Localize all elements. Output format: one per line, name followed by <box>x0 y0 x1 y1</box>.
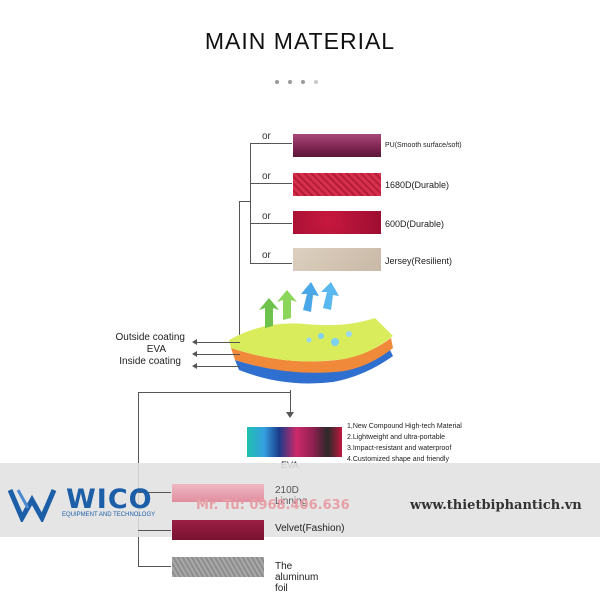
eva-feature-1: 1,New Compound High-tech Material <box>347 423 462 430</box>
arrow-left-icon <box>192 339 197 345</box>
arrow-left-icon <box>192 363 197 369</box>
pu-swatch <box>293 134 381 157</box>
eva-feature-2: 2.Lightweight and ultra-portable <box>347 434 446 441</box>
jersey-swatch <box>293 248 381 271</box>
1680d-swatch <box>293 173 381 196</box>
water-drop-icon <box>331 338 339 346</box>
210d-swatch <box>172 484 264 502</box>
eva-features: 1,New Compound High-tech Material 2.Ligh… <box>347 421 462 465</box>
eva-feature-3: 3.Impact-resistant and waterproof <box>347 445 452 452</box>
600d-swatch <box>293 211 381 234</box>
page-title: MAIN MATERIAL <box>204 28 396 54</box>
layer-illustration <box>229 282 393 384</box>
arrow-up-blue-icon <box>301 282 319 312</box>
lining-bracket-top <box>138 392 291 393</box>
inside-coating-layer <box>235 350 393 384</box>
eva-color-swatch <box>247 427 342 457</box>
website-url: www.thietbiphantich.vn <box>410 498 582 513</box>
arrow-left-icon <box>192 351 197 357</box>
velvet-swatch <box>172 520 264 540</box>
option-bracket-stub <box>239 201 250 202</box>
eva-label: EVA <box>146 344 166 355</box>
aluminum-foil-swatch <box>172 557 264 577</box>
wico-subtitle: EQUIPMENT AND TECHNOLOGY <box>62 512 156 518</box>
down-arrow-line <box>290 390 291 415</box>
eva-layer <box>231 338 393 373</box>
eva-feature-4: 4.Customized shape and friendly <box>347 456 449 463</box>
down-arrow-icon <box>286 412 294 418</box>
inside-coating-label: Inside coating <box>119 356 181 367</box>
watermark-banner <box>0 463 600 537</box>
arrow-up-green-icon <box>259 298 279 328</box>
contact-phone: Mr. Tú: 0968.406.636 <box>196 498 350 513</box>
wico-logo-icon <box>8 489 57 522</box>
option-bracket-vertical <box>250 143 251 264</box>
option-trunk-line <box>239 201 240 343</box>
outside-coating-label: Outside coating <box>115 332 186 343</box>
wico-brand: WICO <box>66 484 153 515</box>
